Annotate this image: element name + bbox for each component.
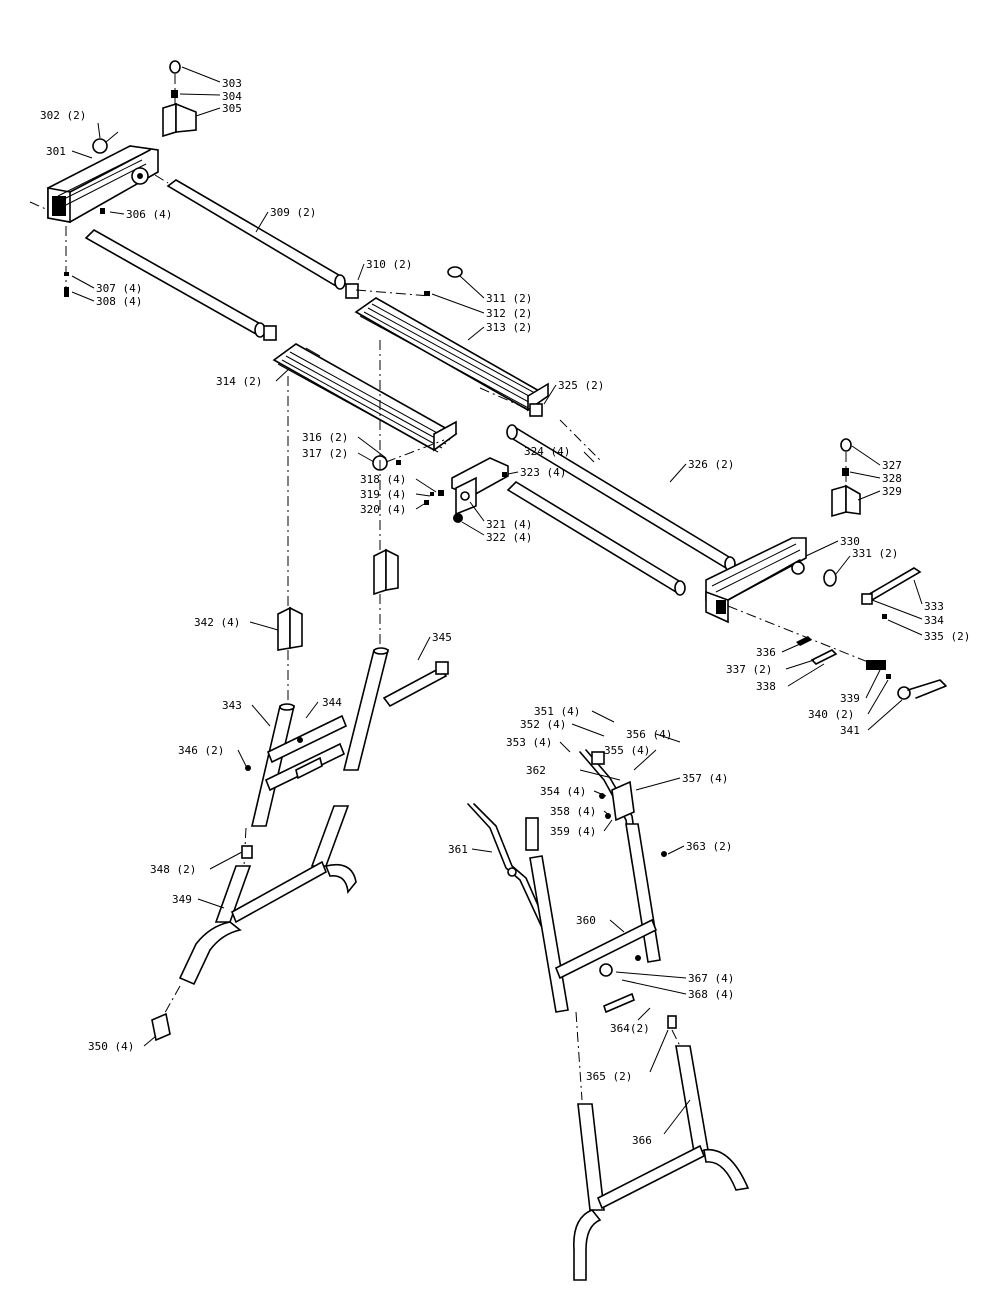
label-301: 301	[46, 145, 66, 158]
right-end-bracket-330	[705, 537, 869, 663]
label-324: 324 (4)	[524, 445, 570, 458]
label-365: 365 (2)	[586, 1070, 632, 1083]
label-309: 309 (2)	[270, 206, 316, 219]
label-357: 357 (4)	[682, 772, 728, 785]
label-306: 306 (4)	[126, 208, 172, 221]
label-308: 308 (4)	[96, 295, 142, 308]
leader-lines	[71, 66, 923, 1135]
center-bracket-321	[424, 457, 509, 523]
label-350: 350 (4)	[88, 1040, 134, 1053]
leg-360	[529, 823, 661, 1101]
label-359: 359 (4)	[550, 825, 596, 838]
rod-326-upper	[506, 419, 736, 572]
foot-350	[151, 1012, 171, 1042]
label-321: 321 (4)	[486, 518, 532, 531]
knob-311-312	[424, 266, 463, 296]
label-355: 355 (4)	[604, 744, 650, 757]
lower-leg-349	[161, 805, 357, 1019]
end-cap-325	[529, 403, 543, 417]
label-336: 336	[756, 646, 776, 659]
cross-brace-344	[245, 714, 348, 792]
label-302: 302 (2)	[40, 109, 86, 122]
label-352: 352 (4)	[520, 718, 566, 731]
label-312: 312 (2)	[486, 307, 532, 320]
label-316: 316 (2)	[302, 431, 348, 444]
label-328: 328	[882, 472, 902, 485]
label-343: 343	[222, 699, 242, 712]
rod-326-lower	[506, 480, 686, 596]
label-341: 341	[840, 724, 860, 737]
label-339: 339	[840, 692, 860, 705]
label-345: 345	[432, 631, 452, 644]
label-330: 330	[840, 535, 860, 548]
label-319: 319 (4)	[360, 488, 406, 501]
label-335: 335 (2)	[924, 630, 970, 643]
label-354: 354 (4)	[540, 785, 586, 798]
label-331: 331 (2)	[852, 547, 898, 560]
label-304: 304	[222, 90, 242, 103]
label-349: 349	[172, 893, 192, 906]
label-362: 362	[526, 764, 546, 777]
parts-336-338	[796, 636, 838, 665]
label-325: 325 (2)	[558, 379, 604, 392]
lock-bracket-303-305	[162, 60, 197, 138]
handle-339-341	[866, 660, 947, 700]
label-322: 322 (4)	[486, 531, 532, 544]
label-318: 318 (4)	[360, 473, 406, 486]
knob-331	[823, 569, 837, 587]
label-346: 346 (2)	[178, 744, 224, 757]
extension-tube-314	[272, 343, 458, 453]
label-360: 360	[576, 914, 596, 927]
arm-361	[467, 803, 549, 933]
label-317: 317 (2)	[302, 447, 348, 460]
label-358: 358 (4)	[550, 805, 596, 818]
callout-labels: 303 304 305 302 (2) 301 306 (4) 309 (2) …	[40, 77, 970, 1147]
label-334: 334	[924, 614, 944, 627]
label-338: 338	[756, 680, 776, 693]
label-356: 356 (4)	[626, 728, 672, 741]
left-end-bracket-301	[29, 145, 159, 223]
label-303: 303	[222, 77, 242, 90]
label-353: 353 (4)	[506, 736, 552, 749]
label-340: 340 (2)	[808, 708, 854, 721]
label-329: 329	[882, 485, 902, 498]
leg-343	[250, 703, 296, 827]
label-366: 366	[632, 1134, 652, 1147]
label-320: 320 (4)	[360, 503, 406, 516]
label-314: 314 (2)	[216, 375, 262, 388]
label-313: 313 (2)	[486, 321, 532, 334]
mount-bracket-342	[277, 340, 399, 704]
label-323: 323 (4)	[520, 466, 566, 479]
screws-306-308	[64, 208, 105, 297]
label-305: 305	[222, 102, 242, 115]
label-310: 310 (2)	[366, 258, 412, 271]
label-351: 351 (4)	[534, 705, 580, 718]
label-367: 367 (4)	[688, 972, 734, 985]
label-344: 344	[322, 696, 342, 709]
label-327: 327	[882, 459, 902, 472]
parts-363-368	[603, 851, 681, 1047]
label-326: 326 (2)	[688, 458, 734, 471]
lower-leg-366	[573, 1045, 750, 1281]
label-361: 361	[448, 843, 468, 856]
label-307: 307 (4)	[96, 282, 142, 295]
label-337: 337 (2)	[726, 663, 772, 676]
rod-309-upper	[154, 174, 346, 290]
leg-345	[342, 647, 449, 771]
knob-302	[92, 131, 119, 154]
label-311: 311 (2)	[486, 292, 532, 305]
lock-bracket-327-329	[831, 438, 861, 518]
label-342: 342 (4)	[194, 616, 240, 629]
extension-tube-313	[354, 289, 550, 412]
clip-310	[263, 283, 359, 341]
arm-362	[579, 749, 639, 863]
label-333: 333	[924, 600, 944, 613]
label-368: 368 (4)	[688, 988, 734, 1001]
label-363: 363 (2)	[686, 840, 732, 853]
plate-333-335	[861, 567, 922, 619]
label-348: 348 (2)	[150, 863, 196, 876]
label-364: 364(2)	[610, 1022, 650, 1035]
